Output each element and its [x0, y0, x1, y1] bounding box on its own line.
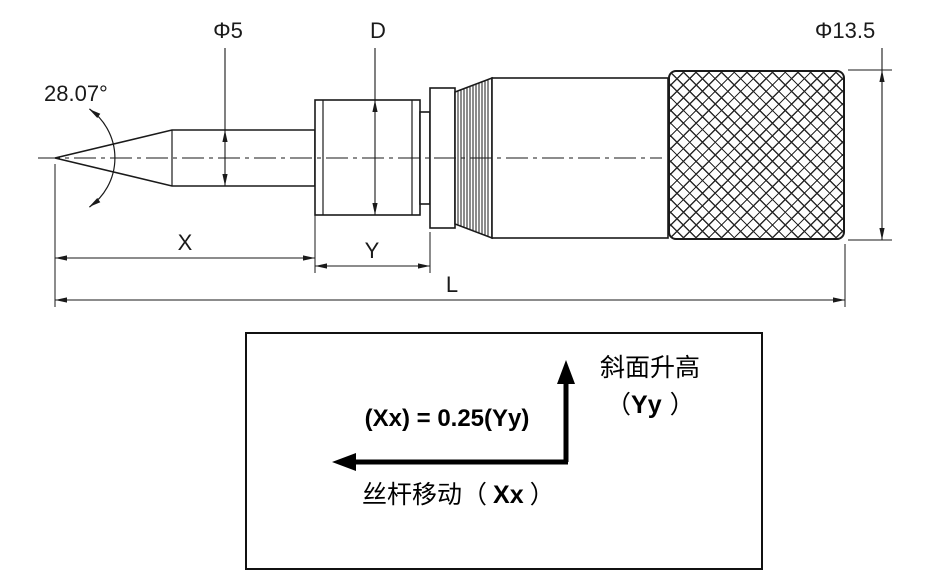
arrow-x-left	[55, 255, 67, 261]
label-overall-length: L	[446, 272, 458, 297]
rise-label: 斜面升高	[600, 353, 700, 382]
move-label: 丝杆移动（Xx）	[362, 480, 555, 509]
dimension-arrowheads	[55, 70, 885, 303]
legend-formula: (Xx) = 0.25(Yy)	[365, 405, 530, 432]
rise-variable-label: （Yy ）	[606, 390, 695, 419]
label-nut-length: Y	[365, 238, 380, 263]
arrow-angle-top	[89, 109, 101, 118]
arrow-d-up	[372, 100, 378, 112]
label-cone-length: X	[178, 230, 193, 255]
label-cone-angle: 28.07°	[44, 81, 108, 106]
move-axis-arrow-icon	[332, 453, 356, 471]
arrow-l-right	[833, 297, 845, 303]
arrow-y-left	[315, 263, 327, 269]
arrow-phi5-down	[222, 174, 228, 186]
arrow-x-right	[303, 255, 315, 261]
move-prefix: 丝杆移动（	[362, 480, 487, 509]
arrow-phi5-up	[222, 130, 228, 142]
legend-box-group: (Xx) = 0.25(Yy) 斜面升高 （Yy） 丝杆移动（Xx）	[245, 332, 763, 570]
arrow-angle-bottom	[89, 198, 101, 207]
extension-lines	[54, 69, 892, 307]
arrow-y-right	[418, 263, 430, 269]
arrow-d-down	[372, 203, 378, 215]
rise-paren-open: （	[606, 390, 631, 419]
arrow-phi135-up	[879, 70, 885, 82]
label-nut-diameter: D	[370, 18, 386, 43]
label-spindle-diameter: Φ5	[213, 18, 243, 43]
knurled-thimble	[668, 70, 845, 240]
arrow-l-left	[55, 297, 67, 303]
label-thimble-diameter: Φ13.5	[815, 18, 875, 43]
move-variable: Xx	[493, 481, 524, 509]
legend-box	[245, 332, 763, 570]
arrow-phi135-down	[879, 228, 885, 240]
angle-arc	[89, 108, 116, 208]
move-paren-close: ）	[530, 480, 555, 509]
rise-paren-close: ）	[670, 390, 695, 419]
rise-variable: Yy	[631, 391, 662, 419]
rise-axis-arrow-icon	[557, 360, 575, 384]
angle-dimension	[89, 108, 116, 208]
